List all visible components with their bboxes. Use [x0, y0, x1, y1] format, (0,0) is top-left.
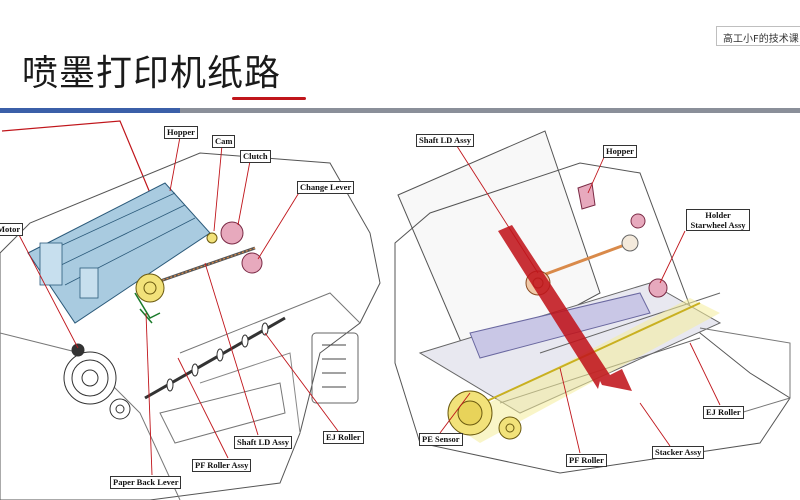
- label-change-lever: Change Lever: [297, 181, 355, 194]
- label-ej-roller-right: EJ Roller: [703, 406, 744, 419]
- label-pf-roller-assy: PF Roller Assy: [192, 459, 252, 472]
- label-pf-roller-right: PF Roller: [566, 454, 607, 467]
- slide-title: 喷墨打印机纸路: [22, 53, 282, 94]
- paper-feed-arrow: [498, 225, 632, 391]
- left-printer-body: [0, 152, 381, 500]
- title-rule: [0, 108, 800, 113]
- left-clutch-gear: [220, 221, 244, 245]
- right-shaft-ld: [534, 241, 631, 280]
- title-underline: [232, 97, 306, 100]
- label-hopper-right: Hopper: [603, 145, 637, 158]
- label-cam: Cam: [212, 135, 236, 148]
- right-paper-path: [450, 298, 720, 443]
- right-leader-lines: [439, 142, 721, 454]
- label-paper-back-lever: Paper Back Lever: [110, 476, 182, 489]
- label-shaft-ld-left: Shaft LD Assy: [234, 436, 292, 449]
- ink-tank: [311, 332, 359, 404]
- label-shaft-ld-right: Shaft LD Assy: [416, 134, 474, 147]
- printer-illustrations: [0, 120, 791, 500]
- right-hopper-part: [577, 182, 596, 210]
- paper-path-diagram: Hopper Cam Clutch Change Lever Motor Sha…: [0, 113, 800, 500]
- left-cam-roller: [135, 273, 165, 303]
- label-clutch: Clutch: [240, 150, 271, 163]
- label-ej-roller-left: EJ Roller: [323, 431, 364, 444]
- left-motor-gears: [63, 343, 131, 420]
- right-pf-gears: [447, 390, 522, 440]
- label-stacker-assy: Stacker Assy: [652, 446, 705, 459]
- left-change-lever-part: [241, 252, 263, 274]
- label-pe-sensor: PE Sensor: [419, 433, 463, 446]
- label-motor: Motor: [0, 223, 24, 236]
- course-tag: 高工小F的技术课: [716, 26, 800, 46]
- left-leader-lines: [17, 136, 339, 476]
- label-holder-starwheel: Holder Starwheel Assy: [686, 209, 750, 231]
- label-hopper-left: Hopper: [164, 126, 198, 139]
